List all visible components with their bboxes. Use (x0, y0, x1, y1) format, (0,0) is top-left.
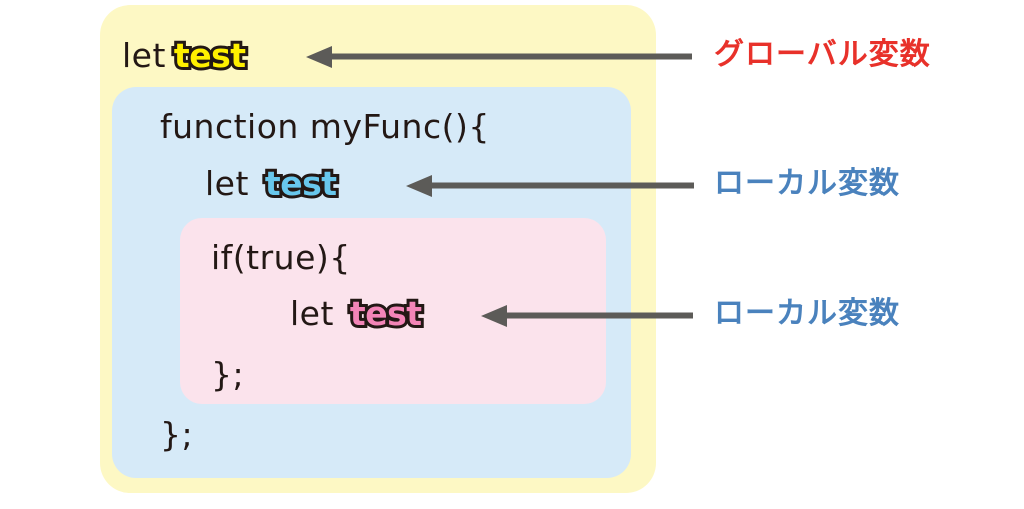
code-line-function-declaration: function myFunc(){ (160, 107, 490, 146)
global-variable-test: test (171, 36, 249, 75)
function-local-variable-test: test (262, 164, 340, 203)
function-let-keyword: let (205, 164, 249, 203)
code-line-if-close-brace: }; (211, 355, 245, 394)
if-let-keyword: let (290, 294, 334, 333)
global-let-keyword: let (122, 36, 166, 75)
if-local-variable-test: test (347, 294, 425, 333)
code-line-function-close-brace: }; (160, 415, 194, 454)
annotation-local-variable-if: ローカル変数 (714, 296, 900, 331)
code-line-if-declaration: if(true){ (211, 238, 351, 277)
annotation-local-variable-function: ローカル変数 (714, 166, 900, 201)
if-block-scope-box (180, 218, 606, 404)
annotation-global-variable: グローバル変数 (714, 37, 931, 72)
